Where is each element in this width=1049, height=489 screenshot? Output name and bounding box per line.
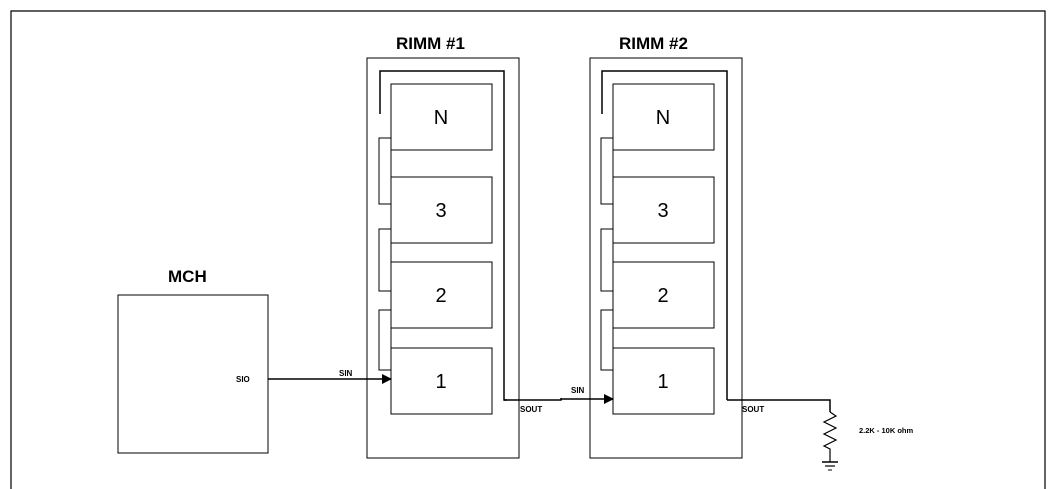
rimm-2-chip-n-label: N <box>656 107 670 129</box>
rimm-1-pass-through-2 <box>378 228 392 292</box>
rimm-2-chip-n <box>612 83 715 151</box>
rimm-2-sin-label: SIN <box>571 386 585 395</box>
rimm-2-title: RIMM #2 <box>619 34 688 53</box>
rimm-1-chip-n-label: N <box>434 107 448 129</box>
rimm-2-chip-3 <box>612 176 715 244</box>
rimm-2-pass-through-3 <box>600 309 614 371</box>
mch-sio-label: SIO <box>236 375 250 384</box>
rimm-2-chip-2 <box>612 261 715 329</box>
rimm-2-module <box>589 57 743 459</box>
sout-2-to-resistor-wire <box>727 399 831 412</box>
rimm-2: RIMM #2 N 3 2 1 <box>589 34 743 459</box>
rimm-1-pass-through-3 <box>378 309 392 371</box>
mch-title: MCH <box>168 267 207 286</box>
mch-box <box>117 294 269 454</box>
ground-icon <box>822 461 838 471</box>
rimm-2-chip-1 <box>612 347 715 415</box>
rimm-1-sin-label: SIN <box>339 369 353 378</box>
resistor-value-label: 2.2K - 10K ohm <box>859 426 914 435</box>
rimm-1-chip-1-label: 1 <box>435 371 446 393</box>
rimm-1-title: RIMM #1 <box>396 34 465 53</box>
sout-1-to-sin-2-wire <box>504 398 562 401</box>
rimm-1-chip-2 <box>390 261 493 329</box>
rimm-1-chip-n <box>390 83 493 151</box>
rimm-2-chip-1-label: 1 <box>657 371 668 393</box>
rimm-2-loop-trace <box>601 70 728 400</box>
rimm-1-module <box>366 57 520 459</box>
figure-frame <box>10 10 1046 489</box>
rimm-2-chip-3-label: 3 <box>657 200 668 222</box>
rimm-1-pass-through-1 <box>378 137 392 205</box>
rimm-2-chip-2-label: 2 <box>657 285 668 307</box>
rimm-1: RIMM #1 N 3 2 1 <box>366 34 520 459</box>
rimm-1-chip-2-label: 2 <box>435 285 446 307</box>
termination-resistor <box>822 411 838 462</box>
rimm-2-pass-through-1 <box>600 137 614 205</box>
rimm-1-chip-3-label: 3 <box>435 200 446 222</box>
rimm-1-chip-3 <box>390 176 493 244</box>
rimm-2-sout-label: SOUT <box>742 405 764 414</box>
rimm-2-pass-through-2 <box>600 228 614 292</box>
rimm-1-sout-label: SOUT <box>520 405 542 414</box>
